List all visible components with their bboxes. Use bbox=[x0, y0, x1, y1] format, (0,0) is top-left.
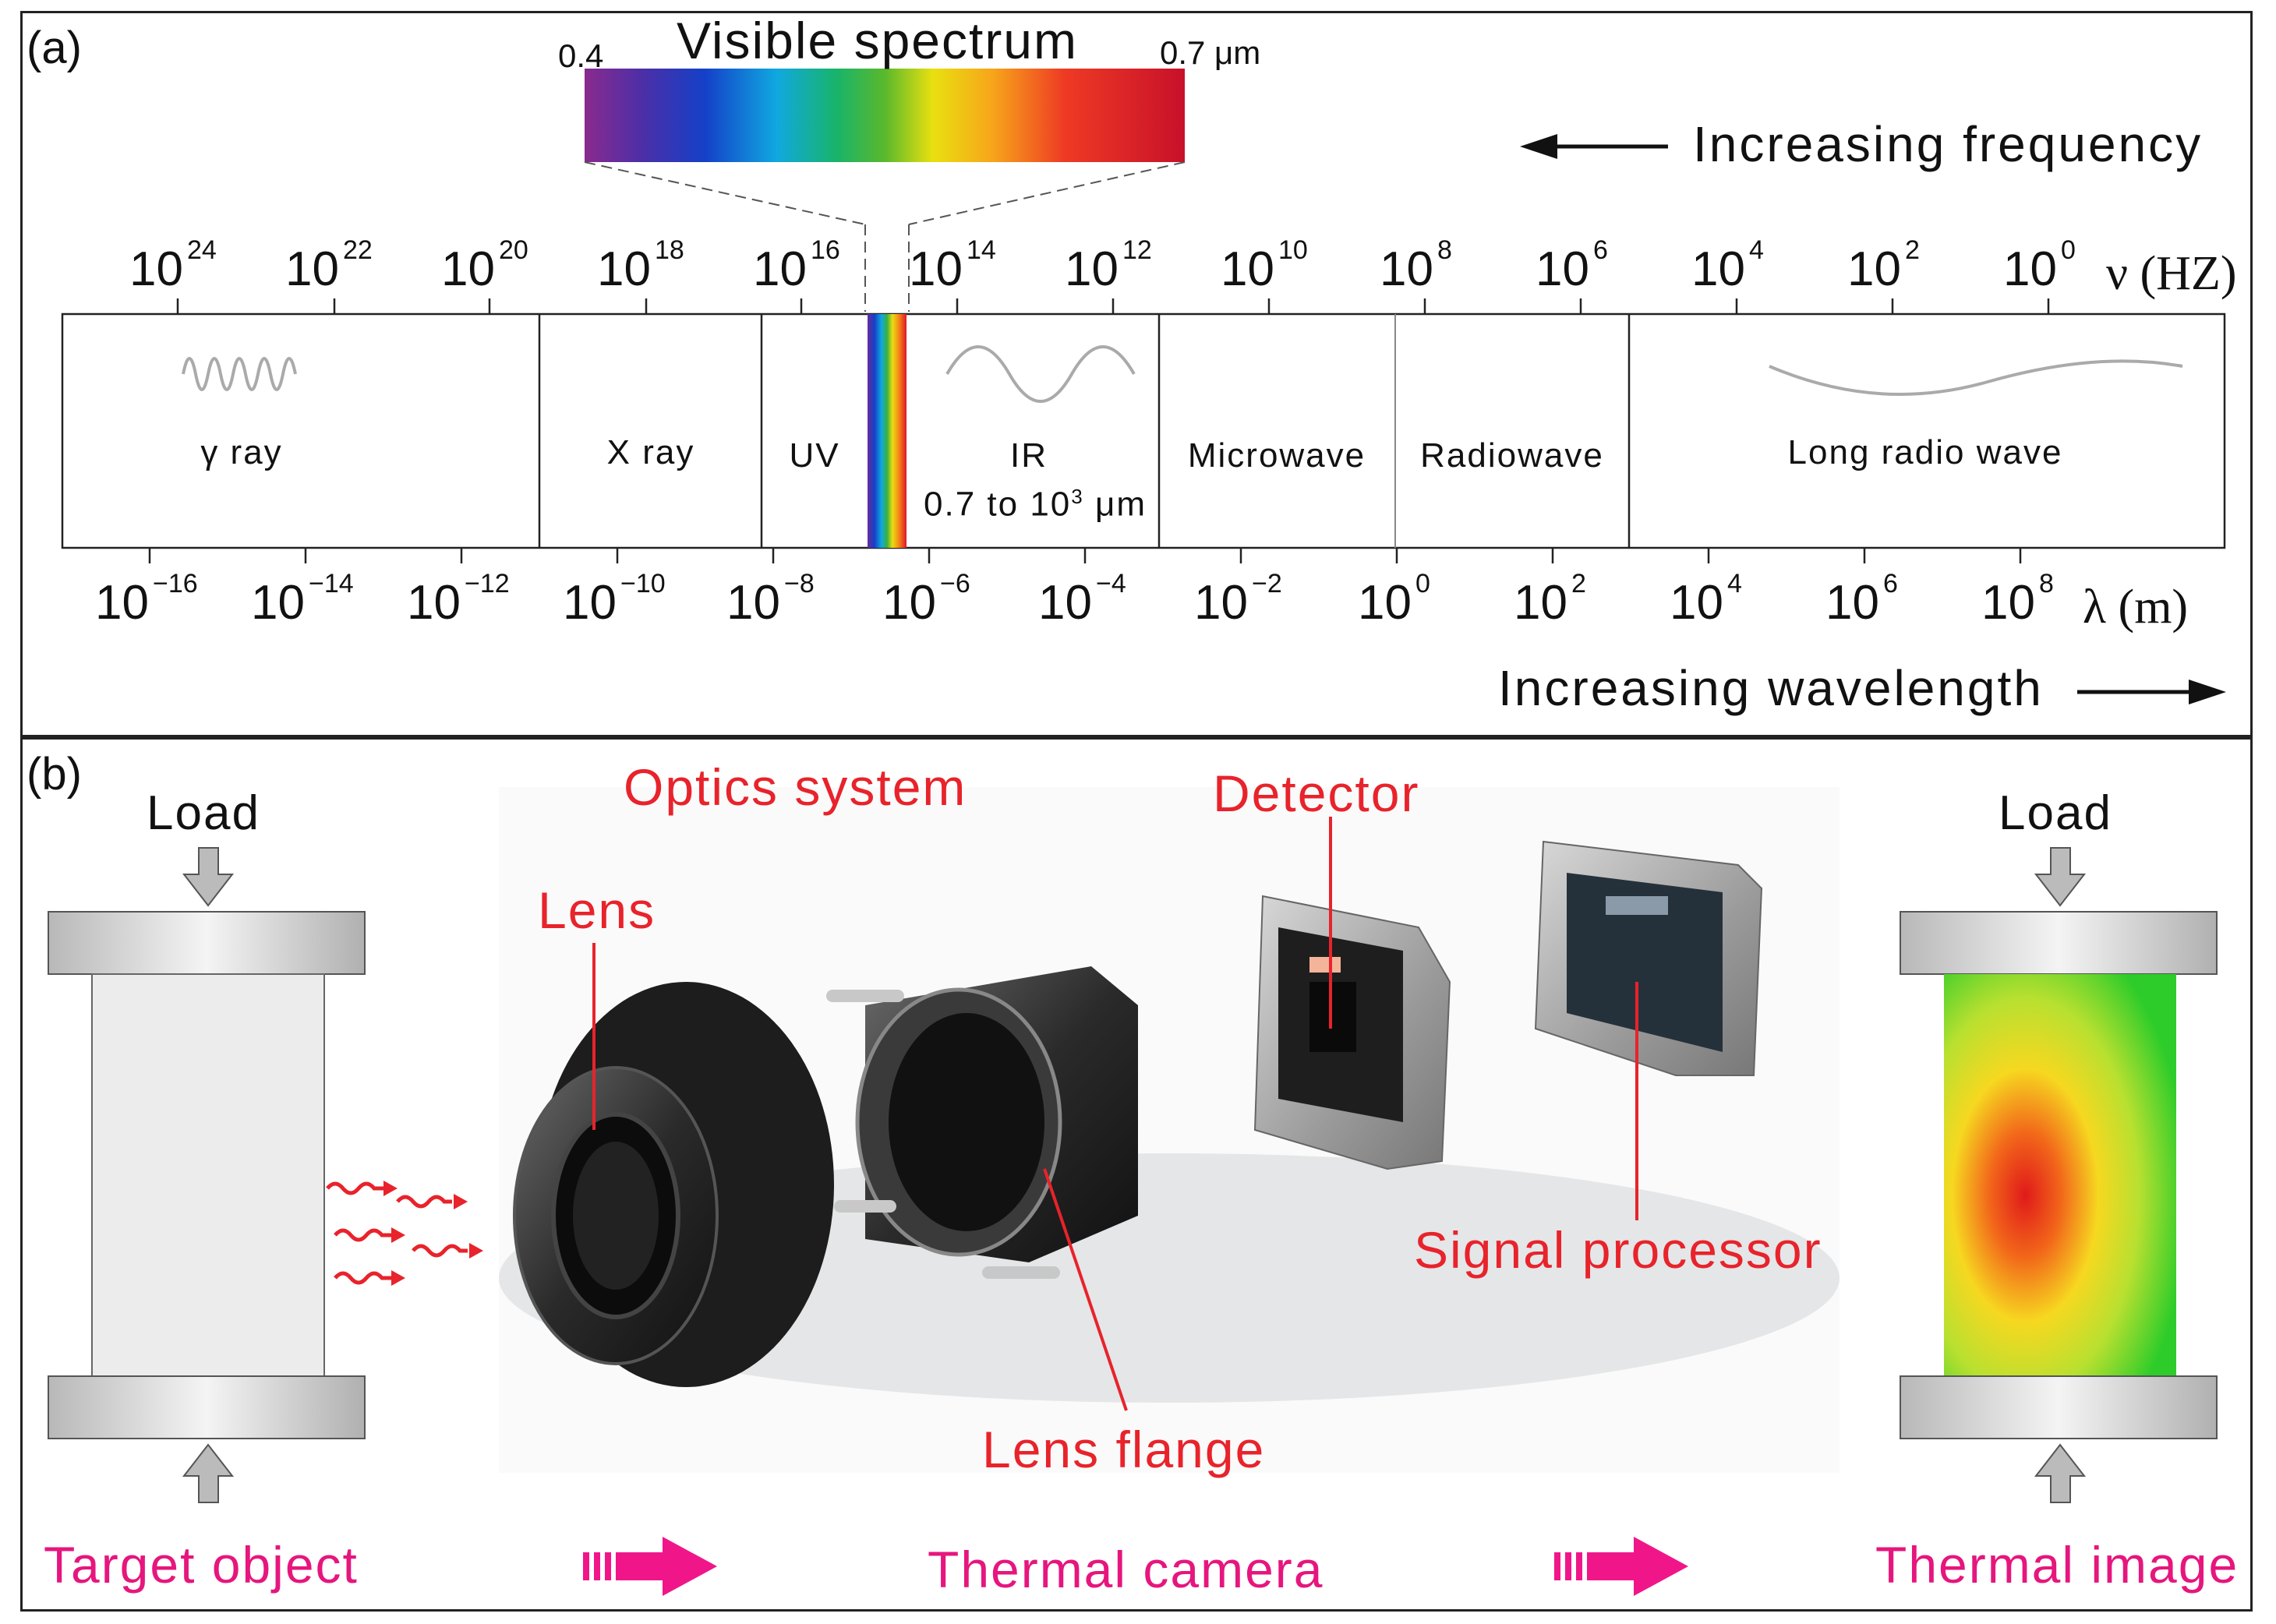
thermal-image-specimen bbox=[1900, 847, 2218, 1503]
load-right-label: Load bbox=[1999, 786, 2112, 840]
long-radio-wave bbox=[1769, 359, 2183, 396]
band-long-radio-label: Long radio wave bbox=[1787, 433, 2063, 471]
visible-min-label: 0.4 bbox=[558, 37, 604, 74]
radiation-arrows bbox=[326, 1181, 483, 1286]
lens-flange-part bbox=[826, 966, 1138, 1279]
band-ir-label: IR bbox=[1010, 436, 1048, 475]
visible-max-label: 0.7 μm bbox=[1160, 34, 1261, 71]
band-uv-label: UV bbox=[789, 436, 840, 475]
frequency-ticks bbox=[176, 298, 2050, 314]
wavelength-ticks bbox=[148, 548, 2022, 563]
wl-tick: 10−16 bbox=[95, 569, 198, 630]
detector-part bbox=[1253, 895, 1451, 1170]
band-microwave-label: Microwave bbox=[1187, 436, 1366, 475]
leader-lines bbox=[592, 817, 1638, 1411]
wl-tick: 10−8 bbox=[726, 569, 815, 630]
increasing-frequency-label: Increasing frequency bbox=[1693, 116, 2204, 172]
target-object-label: Target object bbox=[44, 1536, 359, 1594]
panel-b-camera bbox=[20, 737, 2253, 1612]
wl-tick: 10−2 bbox=[1194, 569, 1282, 630]
wl-tick: 10−12 bbox=[407, 569, 510, 630]
wl-tick: 10−10 bbox=[563, 569, 666, 630]
wl-tick: 10−6 bbox=[882, 569, 970, 630]
wl-tick: 10−4 bbox=[1038, 569, 1126, 630]
visible-band bbox=[868, 314, 907, 548]
band-radiowave-label: Radiowave bbox=[1420, 436, 1604, 475]
optics-system-label: Optics system bbox=[624, 758, 967, 816]
flow-arrow-2 bbox=[1554, 1537, 1688, 1596]
band-ir-range: 0.7 to 103 μm bbox=[924, 485, 1147, 524]
wl-tick: 10−14 bbox=[251, 569, 354, 630]
panel-a-label: (a) bbox=[27, 23, 82, 73]
lens-part bbox=[513, 982, 834, 1387]
load-left-label: Load bbox=[147, 786, 260, 840]
band-box bbox=[61, 312, 2226, 549]
increasing-wavelength-label: Increasing wavelength bbox=[1498, 660, 2044, 716]
zoom-line-right bbox=[908, 161, 1186, 225]
visible-spectrum-bar bbox=[585, 69, 1185, 162]
thermal-image-label: Thermal image bbox=[1875, 1536, 2239, 1594]
band-gamma-label: γ ray bbox=[200, 433, 283, 471]
zoom-line-left bbox=[584, 161, 866, 225]
signal-processor-part bbox=[1534, 840, 1763, 1076]
ir-wave bbox=[945, 345, 1136, 403]
visible-spectrum-title: Visible spectrum bbox=[677, 12, 1078, 69]
signal-processor-label: Signal processor bbox=[1414, 1221, 1822, 1279]
target-specimen bbox=[48, 847, 366, 1503]
band-xray-label: X ray bbox=[606, 433, 695, 471]
wavelength-unit: λ (m) bbox=[2083, 581, 2189, 634]
lens-flange-label: Lens flange bbox=[982, 1421, 1266, 1478]
flow-arrow-1 bbox=[583, 1537, 717, 1596]
frequency-unit: ν (HZ) bbox=[2106, 247, 2237, 300]
gamma-wave bbox=[182, 357, 297, 391]
detector-label: Detector bbox=[1213, 764, 1420, 822]
panel-b-label: (b) bbox=[27, 749, 82, 800]
thermal-camera-label: Thermal camera bbox=[928, 1541, 1324, 1598]
lens-label: Lens bbox=[538, 881, 656, 939]
